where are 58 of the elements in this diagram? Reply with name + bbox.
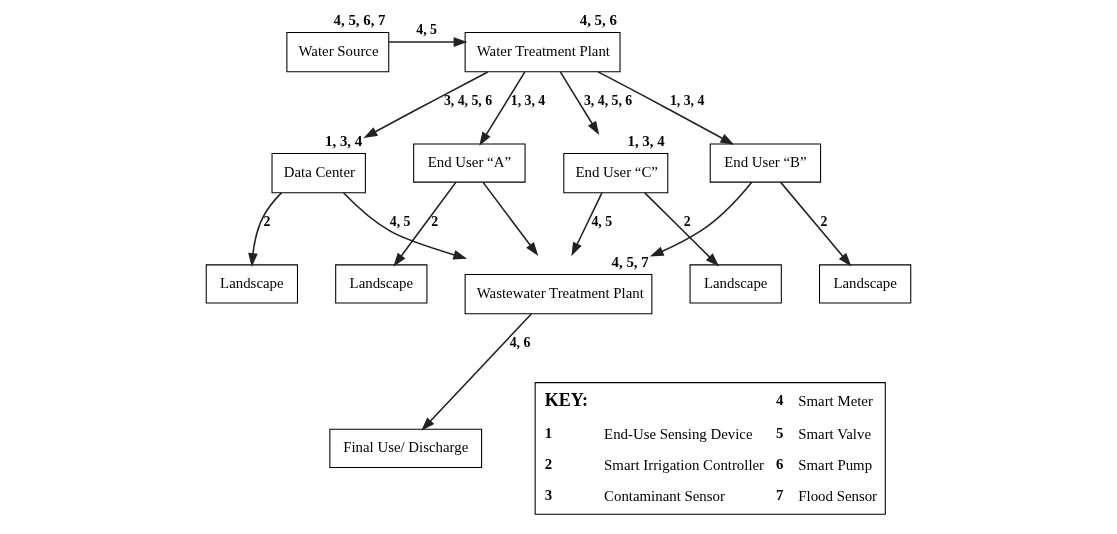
node-box: Data Center — [271, 152, 366, 194]
edge-label: 4, 5 — [389, 214, 411, 230]
edge-label: 1, 3, 4 — [510, 93, 546, 109]
arrow — [421, 312, 533, 431]
edge-label: 1, 3, 4 — [669, 93, 705, 109]
edge-label: 2 — [683, 214, 691, 230]
node-box: Landscape — [335, 264, 428, 304]
node-box: End User “B” — [709, 143, 822, 183]
label: 4 — [776, 392, 784, 409]
label: End-Use Sensing Device — [604, 426, 753, 443]
node-box: End User “A” — [413, 143, 526, 183]
node-box: Landscape — [205, 264, 298, 304]
edge-label: 3, 4, 5, 6 — [583, 93, 633, 109]
node-label: 1, 3, 4 — [627, 133, 665, 150]
node-label: 4, 5, 6 — [579, 12, 617, 29]
arrow — [779, 181, 852, 267]
node-label: 1, 3, 4 — [325, 133, 363, 150]
node-box: Water Treatment Plant — [464, 32, 621, 73]
label: Contaminant Sensor — [604, 487, 725, 504]
edge-label: 3, 4, 5, 6 — [443, 93, 493, 109]
edge-label: 4, 5 — [591, 214, 613, 230]
arrow — [388, 37, 468, 47]
label: 1 — [544, 425, 553, 442]
edge-label: 4, 6 — [509, 335, 531, 350]
node-box: End User “C” — [563, 152, 669, 194]
label: 6 — [776, 455, 784, 472]
node-box: Wastewater Treatment Plant — [464, 273, 653, 315]
arrow — [363, 71, 489, 138]
node-box: Water Source — [286, 32, 390, 73]
label: Flood Sensor — [798, 487, 878, 504]
label: Smart Meter — [798, 393, 873, 410]
arrow — [342, 192, 468, 260]
label: Smart Valve — [798, 426, 871, 443]
label: 5 — [776, 425, 784, 442]
node-box: Landscape — [689, 264, 782, 304]
node-box: Final Use/ Discharge — [329, 428, 483, 469]
label: Smart Pump — [798, 456, 873, 473]
node-label: 4, 5, 7 — [611, 254, 649, 271]
arrow — [571, 192, 603, 257]
arrow — [248, 192, 283, 267]
edge-label: 2 — [263, 214, 271, 230]
arrow — [479, 71, 526, 146]
label: 2 — [544, 455, 553, 472]
arrow — [559, 71, 600, 136]
arrow — [644, 192, 720, 267]
arrow — [597, 71, 735, 145]
node-label: 4, 5, 6, 7 — [333, 12, 386, 29]
edge-label: 2 — [820, 214, 828, 230]
node-box: Landscape — [819, 264, 912, 304]
arrow — [649, 181, 753, 257]
arrow — [393, 181, 457, 267]
arrow — [482, 181, 539, 256]
edge-label: 2 — [431, 214, 439, 230]
label: KEY: — [544, 389, 589, 410]
label: 3 — [544, 486, 553, 503]
label: Smart Irrigation Controller — [604, 456, 765, 473]
label: 7 — [776, 486, 784, 503]
edge-label: 4, 5 — [416, 22, 437, 37]
